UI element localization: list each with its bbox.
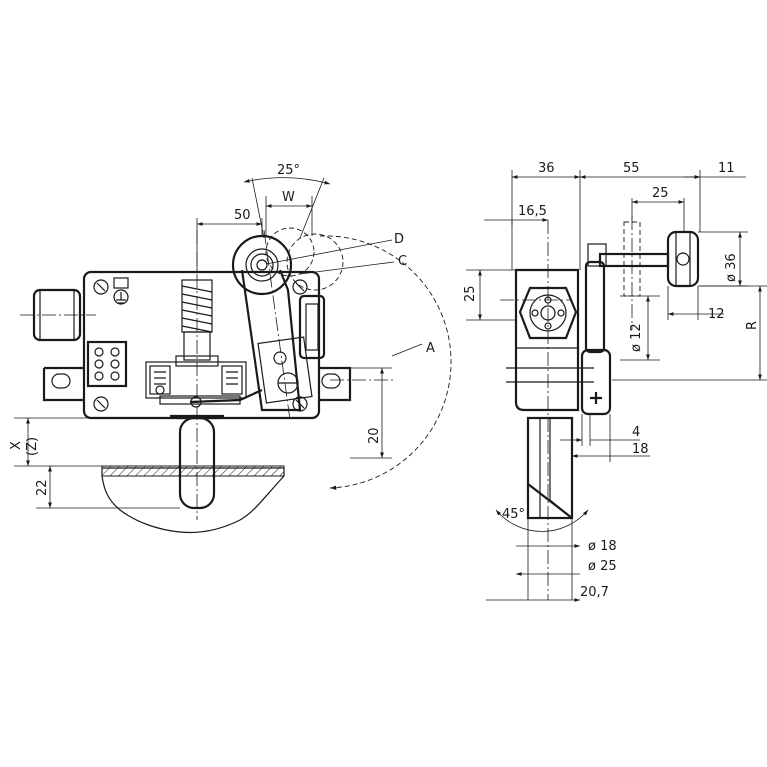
gland-nut [518, 286, 578, 340]
dim-4-label: 4 [632, 425, 640, 440]
dim-18-label: 18 [632, 442, 649, 457]
workpiece-cam [101, 467, 285, 534]
mount-slot-right [321, 373, 341, 389]
dim-12-label: 12 [708, 307, 725, 322]
roller-ghost-2 [265, 227, 315, 277]
dim-dia-36-label: ø 36 [724, 253, 739, 282]
label-d: D [394, 232, 404, 247]
dim-dia-18-label: ø 18 [588, 539, 617, 554]
dim-r-label: R [745, 321, 760, 330]
dim-z-label: (Z) [25, 437, 40, 456]
mount-slot-left [51, 373, 71, 389]
dim-22-label: 22 [35, 479, 50, 496]
label-a: A [426, 341, 435, 356]
dim-20-7-label: 20,7 [580, 585, 609, 600]
dim-11-label: 11 [718, 161, 735, 176]
ground-icon [113, 289, 129, 305]
side-view: 50 W 25° D C A 20 X (Z) 22 [9, 163, 452, 534]
label-c: C [398, 254, 407, 269]
dim-16-5-label: 16,5 [518, 204, 547, 219]
angle-45-label: 45° [502, 507, 525, 522]
dim-50-label: 50 [234, 208, 251, 223]
contact-assembly [145, 361, 247, 399]
front-roller [666, 230, 700, 288]
dim-x-label: X [9, 441, 24, 450]
roller-ghost-1 [286, 233, 344, 291]
dim-25-top-label: 25 [652, 186, 669, 201]
angle-25-label: 25° [277, 163, 300, 178]
front-lever [584, 260, 606, 354]
swing-arc [319, 235, 452, 490]
dim-36-top-label: 36 [538, 161, 555, 176]
dim-25-left-label: 25 [463, 285, 478, 302]
dim-dia-25-label: ø 25 [588, 559, 617, 574]
dim-20-label: 20 [367, 427, 382, 444]
mounting-flange [42, 366, 352, 402]
lever-clamp [257, 336, 313, 404]
hatch-band [101, 465, 285, 477]
terminal-block [86, 340, 128, 388]
roller [231, 234, 293, 296]
dim-dia-12-label: ø 12 [629, 323, 644, 352]
front-housing [514, 268, 580, 412]
dim-55-label: 55 [623, 161, 640, 176]
front-view: 36 55 11 25 16,5 25 ø 36 R [463, 161, 767, 602]
dim-w-label: W [282, 190, 295, 205]
